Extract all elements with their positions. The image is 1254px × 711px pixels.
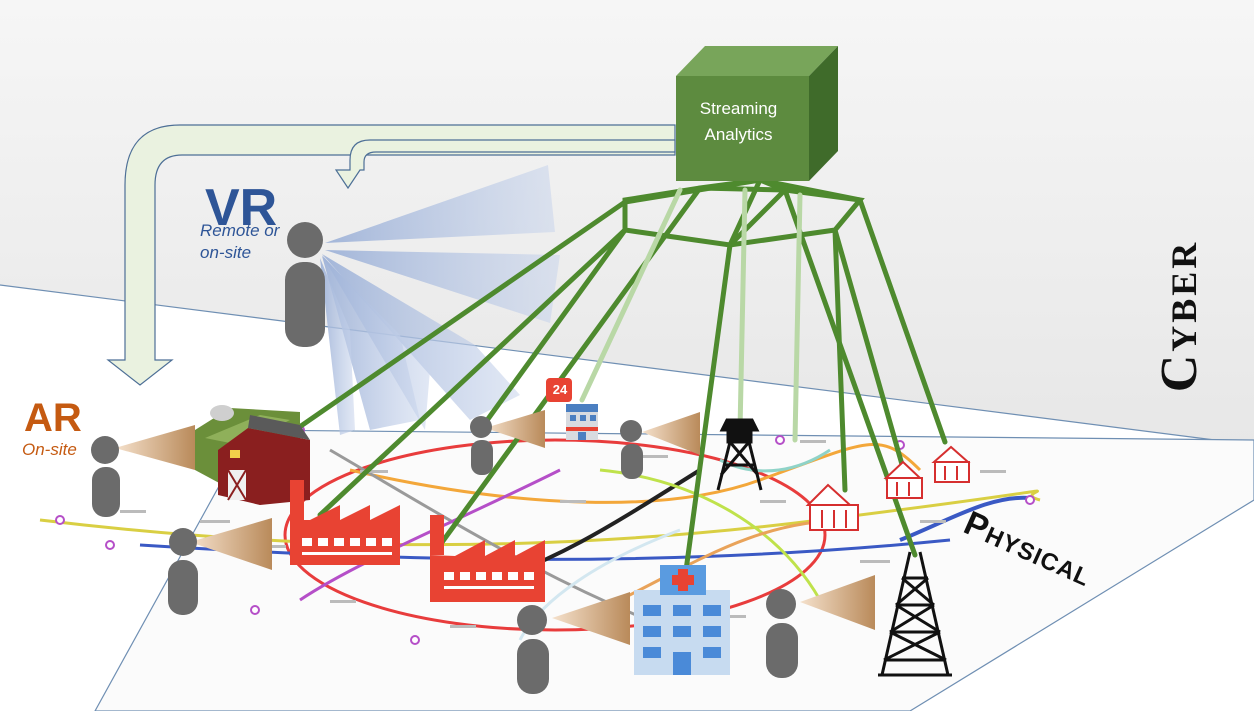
factory-icon	[430, 515, 545, 602]
person-icons	[91, 222, 798, 694]
person-icon	[168, 528, 198, 615]
person-icon	[766, 589, 798, 678]
hospital-icon	[634, 565, 730, 675]
ar-title: AR	[24, 396, 82, 440]
ar-beams	[115, 410, 875, 645]
cube-label-line2: Analytics	[704, 125, 773, 144]
streaming-analytics-cube	[676, 46, 838, 181]
cube-label-line1: Streaming	[699, 99, 778, 118]
cube-label: Streaming Analytics	[676, 96, 801, 148]
vr-title: VR	[205, 179, 278, 237]
person-icon	[470, 416, 493, 475]
store-badge-label: 24	[552, 382, 568, 397]
farm-icon	[195, 405, 310, 505]
vr-beams	[320, 165, 560, 435]
person-icon	[620, 420, 643, 479]
tower-icon	[716, 418, 763, 491]
ar-person-icon	[91, 436, 120, 517]
house-icon	[883, 460, 923, 499]
factory-icon	[290, 480, 400, 565]
feedback-arrows	[106, 124, 676, 386]
house-icon	[805, 483, 859, 531]
vr-person-icon	[285, 222, 325, 347]
ar-subtitle: On-site	[22, 440, 77, 459]
cyber-label: Cyber	[1151, 239, 1208, 393]
store-icon	[546, 378, 598, 440]
vr-subtitle: Remote or on-site	[200, 221, 280, 262]
house-icon	[931, 445, 971, 483]
tower-icon	[878, 551, 952, 677]
person-icon	[517, 605, 549, 694]
